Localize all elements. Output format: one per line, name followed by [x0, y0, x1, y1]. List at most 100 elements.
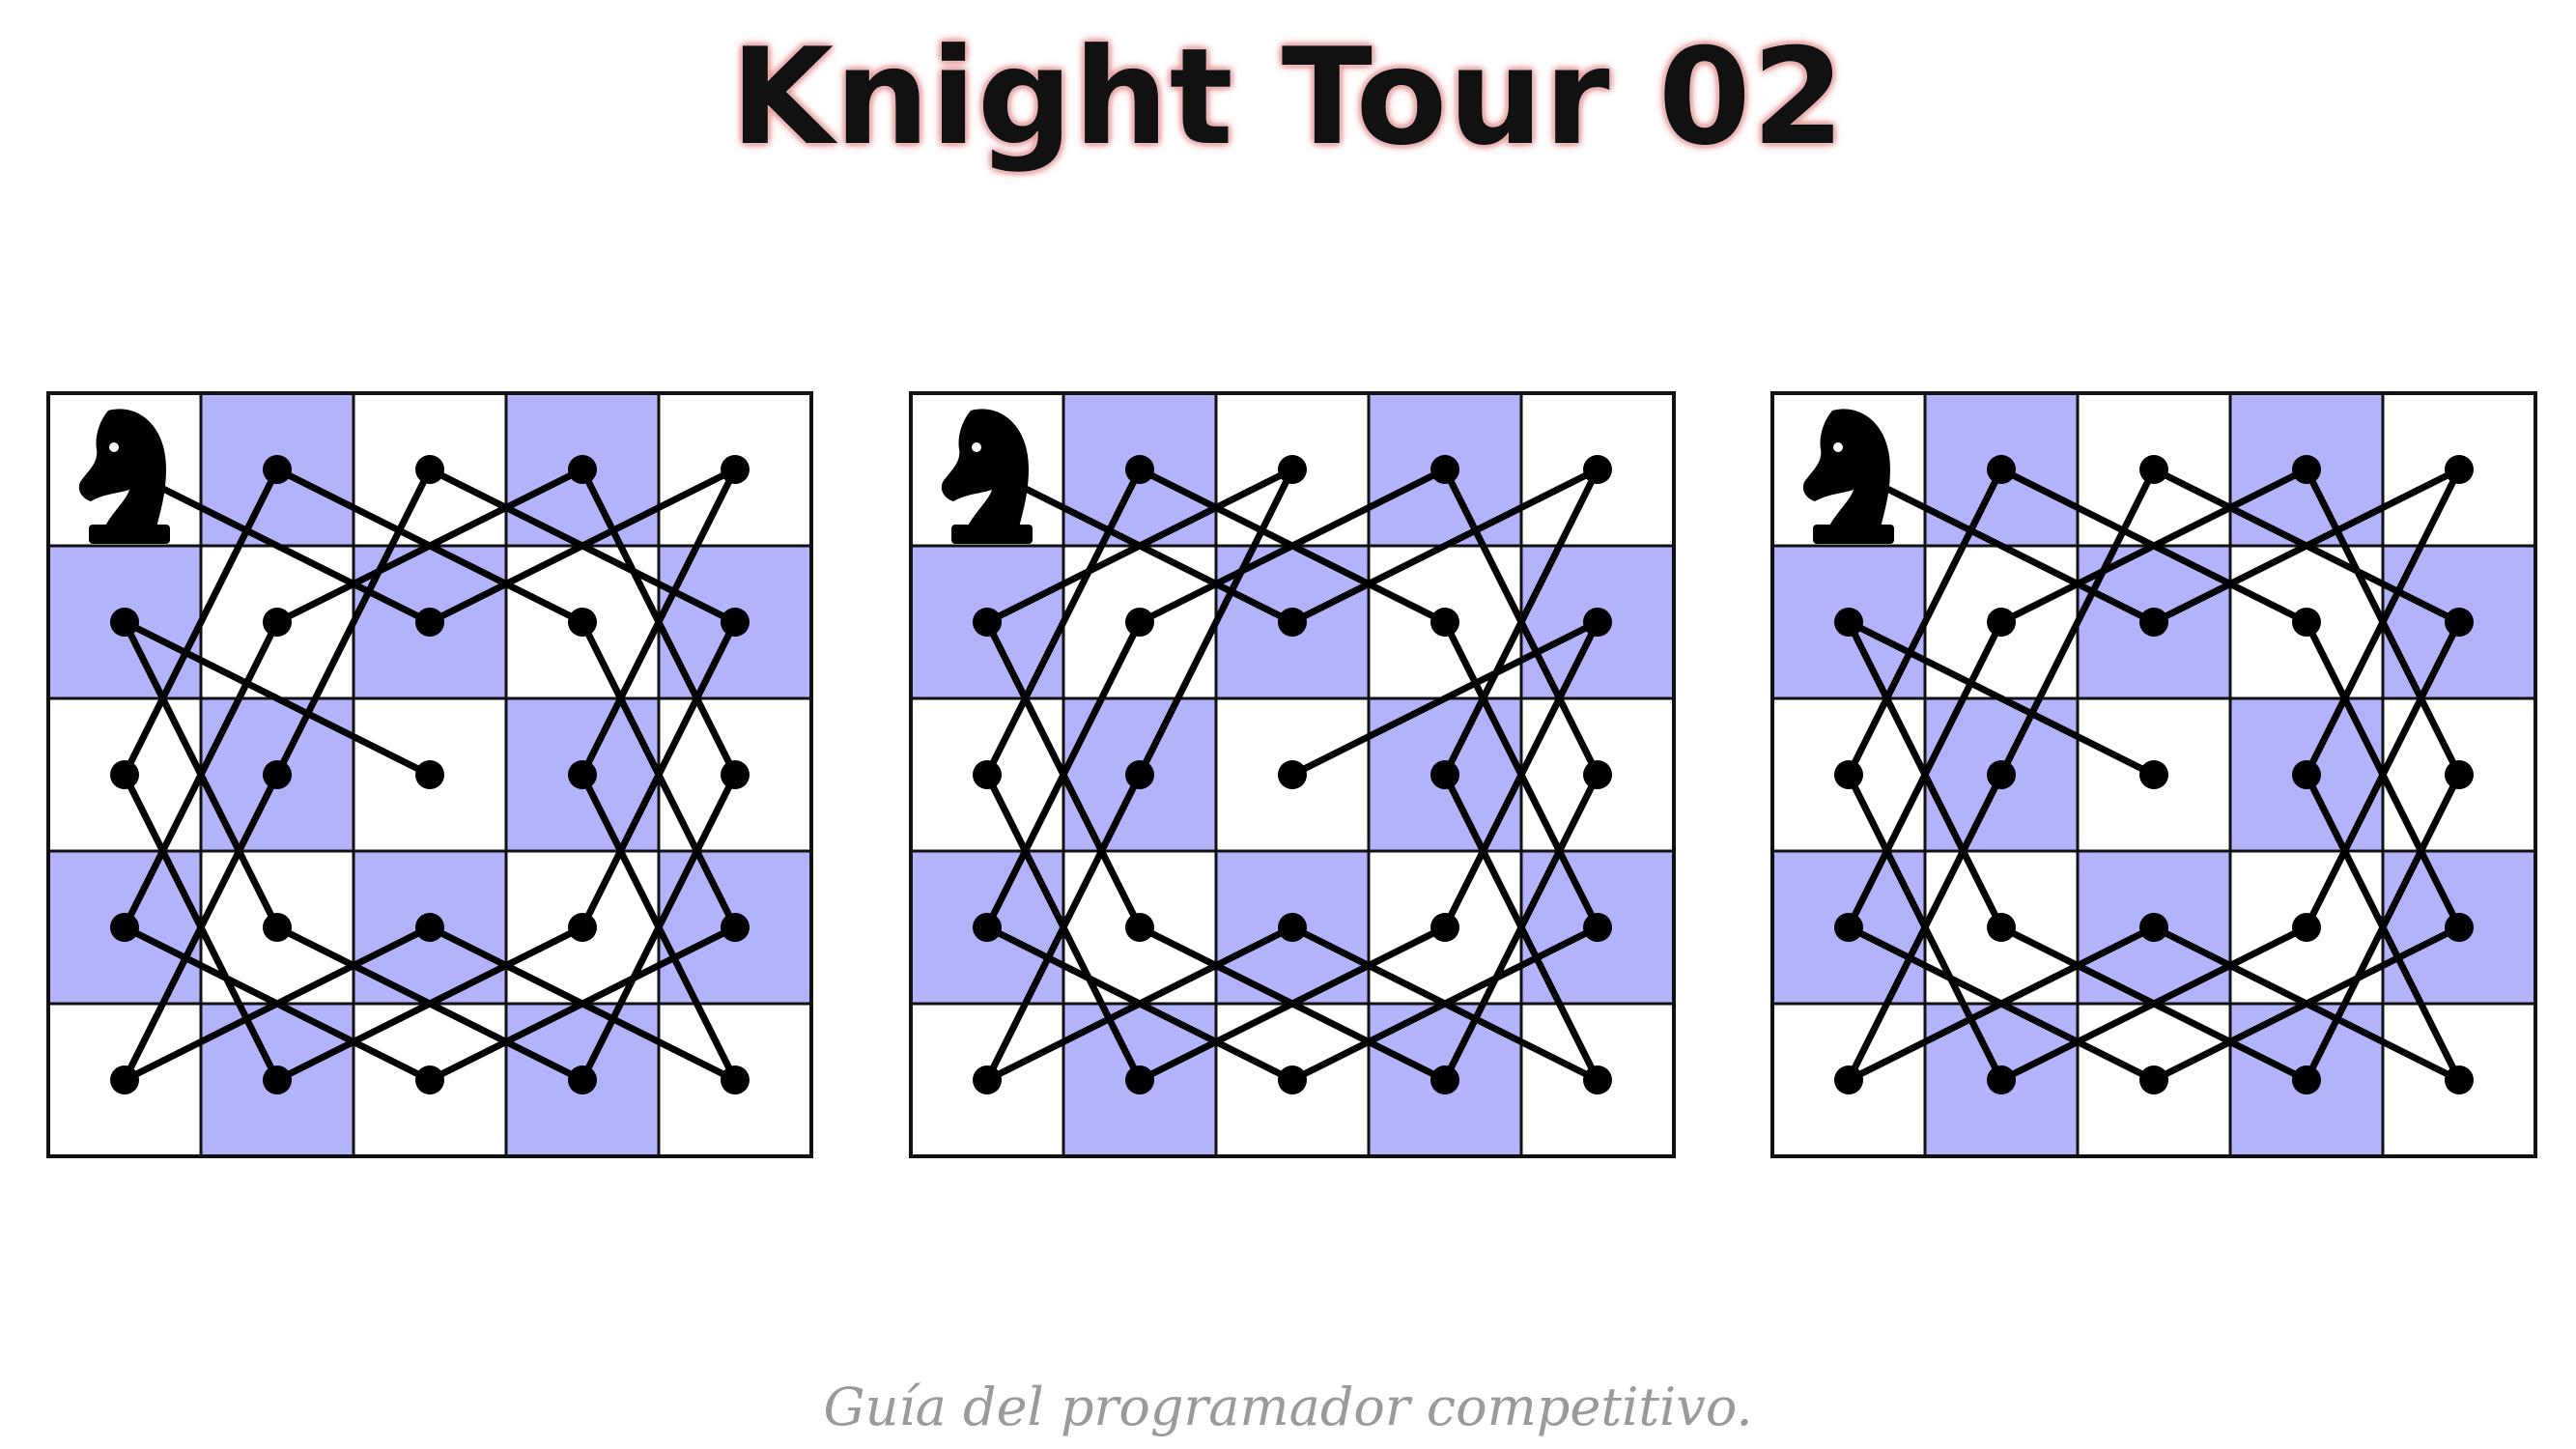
tour-move	[121, 466, 434, 626]
tour-dot	[1583, 913, 1612, 942]
page-title: Knight Tour 02	[730, 19, 1846, 175]
tour-dot	[2139, 760, 2168, 789]
tour-move	[1288, 923, 1601, 1084]
tour-dot	[568, 913, 597, 942]
tour-move	[2303, 618, 2463, 931]
tour-move	[426, 466, 739, 626]
tour-move	[121, 618, 434, 779]
board-border	[1770, 391, 2537, 1158]
tour-dot	[263, 1065, 292, 1094]
tour-dot	[1430, 455, 1459, 484]
tour-dot	[721, 455, 750, 484]
tour-dot	[568, 608, 597, 637]
tour-dot	[415, 455, 444, 484]
tour-dot	[2292, 913, 2321, 942]
tour-dot	[1987, 608, 2016, 637]
tour-move	[1997, 466, 2310, 626]
tour-move	[2303, 466, 2463, 779]
tour-move	[1441, 618, 1601, 931]
knight-body	[78, 409, 166, 536]
tour-dot	[1430, 760, 1459, 789]
tour-dot	[1583, 1065, 1612, 1094]
knight-eye	[109, 442, 119, 452]
tour-dot	[721, 1065, 750, 1094]
tour-dot	[415, 760, 444, 789]
tour-dot	[1430, 608, 1459, 637]
tour-dot	[1125, 608, 1154, 637]
tour-dot	[263, 608, 292, 637]
tour-dot	[2445, 913, 2474, 942]
tour-dot	[263, 455, 292, 484]
tour-move	[121, 771, 281, 1084]
knight-base	[951, 525, 1033, 544]
tour-dot	[1583, 608, 1612, 637]
tour-move	[1845, 618, 2005, 931]
tour-dot	[1583, 760, 1612, 789]
tour-move	[1136, 923, 1449, 1084]
board-border	[46, 391, 813, 1158]
tour-dot	[2292, 455, 2321, 484]
tour-dot	[110, 1065, 139, 1094]
tour-dot	[415, 608, 444, 637]
tour-move	[1845, 923, 2158, 1084]
tour-move	[1136, 466, 1449, 626]
knight-body	[941, 409, 1029, 536]
tour-dot	[2139, 455, 2168, 484]
tour-move	[1441, 771, 1601, 1084]
tour-dot	[415, 1065, 444, 1094]
tour-move	[579, 618, 739, 931]
tour-move	[121, 618, 281, 931]
tour-move	[1845, 618, 2158, 779]
tour-dot	[2139, 913, 2168, 942]
knight-body	[1802, 409, 1890, 536]
tour-move	[121, 923, 434, 1084]
tour-move	[983, 466, 1144, 779]
tour-move	[2150, 466, 2463, 626]
tour-move	[1136, 466, 1296, 779]
board-2	[909, 391, 1676, 1158]
tour-move	[273, 923, 586, 1084]
tour-dot	[1834, 608, 1863, 637]
tour-dot	[263, 760, 292, 789]
tour-move	[983, 618, 1144, 931]
tour-dot	[1125, 913, 1154, 942]
tour-move	[426, 923, 739, 1084]
tour-move	[1997, 923, 2310, 1084]
tour-move	[983, 771, 1144, 1084]
tour-move	[1288, 466, 1601, 626]
knight-icon	[1802, 409, 1894, 544]
tour-dot	[1125, 1065, 1154, 1094]
tour-dot	[1987, 455, 2016, 484]
tour-dot	[110, 760, 139, 789]
tour-dot	[1125, 760, 1154, 789]
tour-dot	[2292, 1065, 2321, 1094]
tour-move	[579, 771, 739, 1084]
tour-dot	[2445, 608, 2474, 637]
tour-dot	[1583, 455, 1612, 484]
knight-icon	[78, 409, 170, 544]
tour-move	[983, 923, 1296, 1084]
tour-move	[273, 466, 434, 779]
tour-move	[983, 466, 1296, 626]
knight-eye	[1833, 442, 1843, 452]
tour-dot	[1834, 760, 1863, 789]
tour-move	[1845, 466, 2158, 626]
tour-dot	[1987, 913, 2016, 942]
tour-dot	[2445, 455, 2474, 484]
tour-dot	[415, 913, 444, 942]
tour-dot	[110, 913, 139, 942]
board-1	[46, 391, 813, 1158]
tour-dot	[568, 1065, 597, 1094]
tour-dot	[1834, 1065, 1863, 1094]
tour-dot	[1278, 760, 1307, 789]
tour-move	[1845, 771, 2005, 1084]
tour-dot	[2292, 760, 2321, 789]
board-3	[1770, 391, 2537, 1158]
tour-move	[1441, 466, 1601, 779]
tour-dot	[1430, 913, 1459, 942]
tour-dot	[263, 913, 292, 942]
board-border	[909, 391, 1676, 1158]
tour-dot	[1987, 1065, 2016, 1094]
tour-dot	[1278, 608, 1307, 637]
tour-dot	[110, 608, 139, 637]
